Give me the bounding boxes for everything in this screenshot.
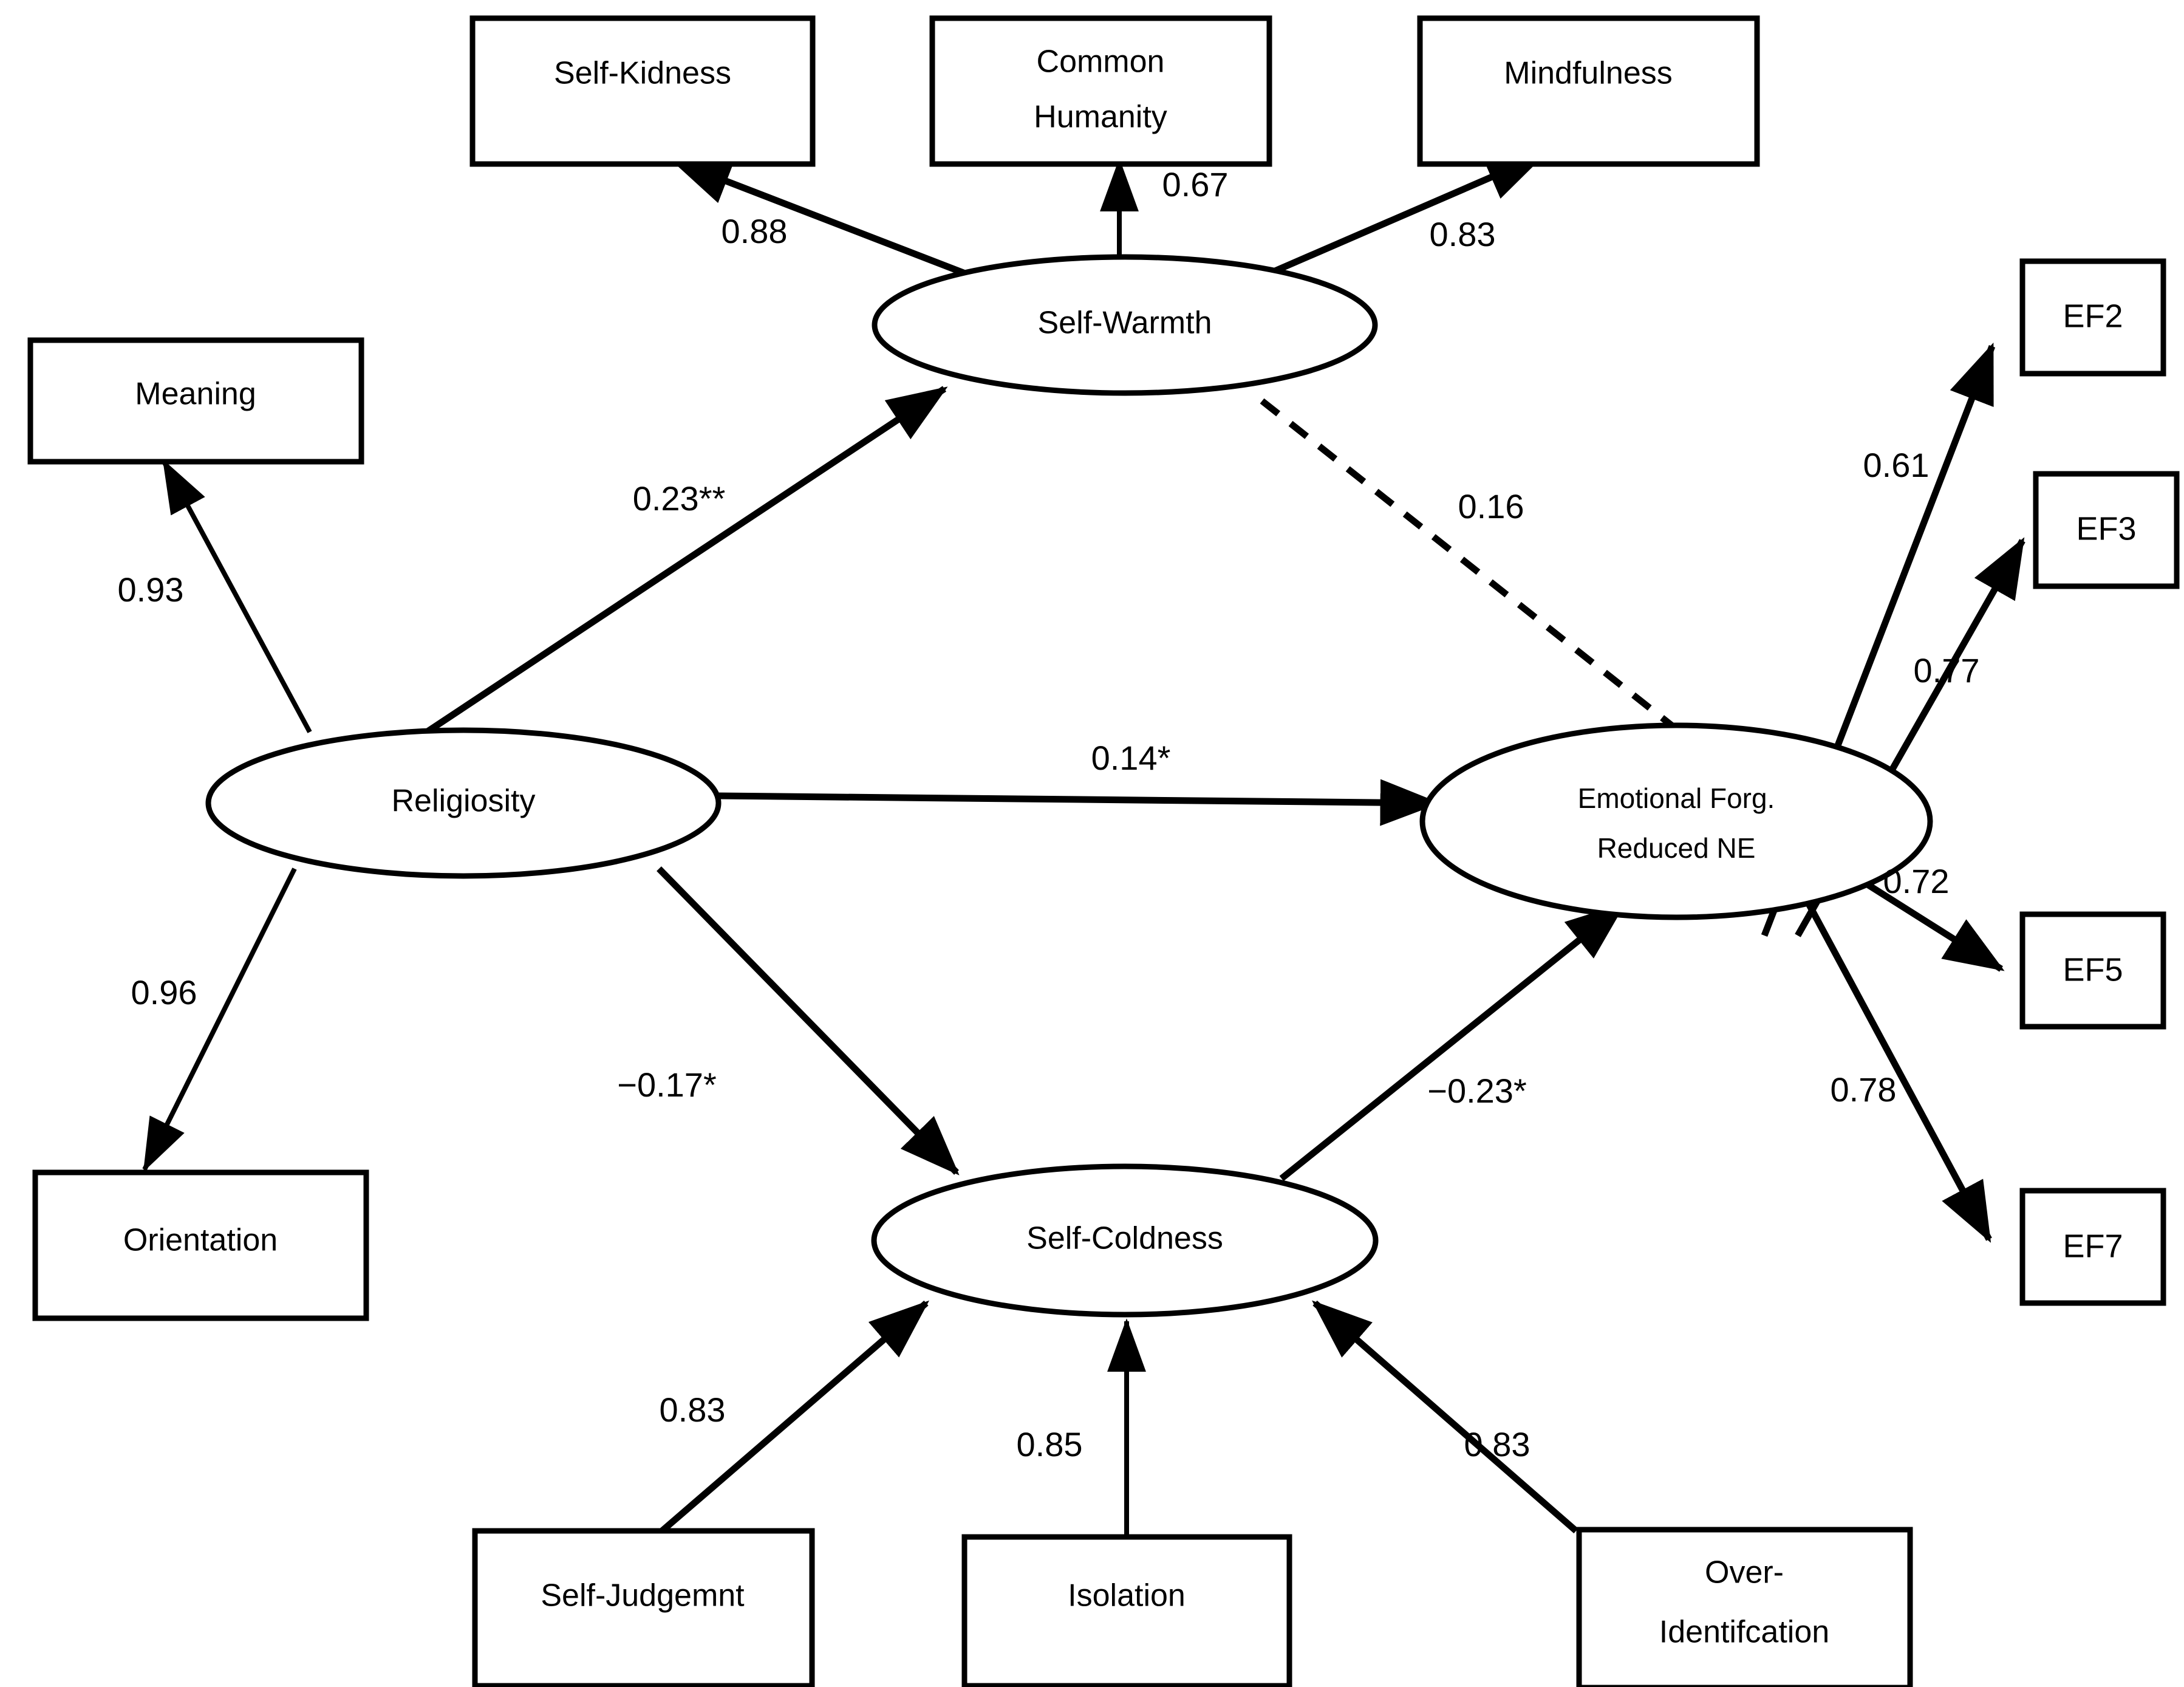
- label-emotional-forg-line2: Reduced NE: [1597, 832, 1756, 864]
- coef-warmth-to-mindfulness: 0.83: [1430, 215, 1496, 253]
- coef-coldness-to-over-identifcation: 0.83: [1464, 1425, 1531, 1463]
- label-over-identifcation-line2: Identifcation: [1659, 1615, 1829, 1650]
- coef-emotional-forg-to-ef5: 0.72: [1883, 862, 1950, 900]
- path-warmth-to-self-kidness: [670, 157, 985, 284]
- ellipse-religiosity[interactable]: [205, 727, 722, 879]
- label-emotional-forg-line1: Emotional Forg.: [1578, 782, 1775, 814]
- box-mindfulness[interactable]: [1417, 15, 1760, 167]
- coef-emotional-forg-to-ef2: 0.61: [1863, 446, 1930, 484]
- ellipse-emotional-forg[interactable]: [1419, 722, 1933, 920]
- path-religiosity-to-emotional-forg: [717, 779, 1441, 826]
- label-mindfulness: Mindfulness: [1504, 56, 1672, 91]
- label-common-humanity-line2: Humanity: [1034, 100, 1167, 135]
- label-self-kidness: Self-Kidness: [554, 56, 731, 91]
- box-self-judgemnt[interactable]: [472, 1528, 815, 1687]
- box-meaning[interactable]: [27, 337, 364, 465]
- path-religiosity-to-self-warmth: [411, 386, 948, 744]
- coef-coldness-to-isolation: 0.85: [1017, 1425, 1083, 1463]
- coef-emotional-forg-to-ef7: 0.78: [1831, 1070, 1897, 1109]
- label-orientation: Orientation: [123, 1223, 278, 1258]
- label-ef5: EF5: [2063, 951, 2123, 988]
- path-coldness-to-emotional-forg: [1279, 902, 1626, 1182]
- coef-religiosity-to-self-coldness: −0.17*: [617, 1066, 717, 1104]
- path-religiosity-to-orientation: [142, 867, 297, 1172]
- label-over-identifcation-line1: Over-: [1705, 1555, 1784, 1590]
- path-coldness-to-over-identifcation: [1312, 1300, 1578, 1534]
- box-isolation[interactable]: [961, 1534, 1292, 1687]
- coef-religiosity-to-self-warmth: 0.23**: [633, 479, 726, 518]
- label-self-warmth: Self-Warmth: [1038, 306, 1212, 341]
- box-common-humanity[interactable]: [929, 15, 1272, 167]
- path-warmth-to-mindfulness: [1268, 151, 1547, 277]
- label-ef7: EF7: [2063, 1228, 2123, 1264]
- box-over-identifcation[interactable]: [1576, 1527, 1913, 1687]
- box-ef3[interactable]: [2033, 471, 2180, 589]
- coef-religiosity-to-meaning: 0.93: [118, 570, 184, 609]
- box-ef2[interactable]: [2019, 258, 2166, 377]
- label-ef2: EF2: [2063, 298, 2123, 334]
- path-emotional-forg-to-ef7: [1792, 876, 1992, 1243]
- label-common-humanity-line1: Common: [1037, 44, 1165, 80]
- ellipse-self-coldness[interactable]: [871, 1163, 1379, 1318]
- path-coldness-to-self-judgemnt: [660, 1300, 929, 1534]
- path-religiosity-to-meaning: [162, 459, 312, 733]
- coef-religiosity-to-emotional-forg: 0.14*: [1091, 739, 1171, 777]
- ellipse-self-warmth[interactable]: [872, 254, 1378, 396]
- label-self-coldness: Self-Coldness: [1026, 1221, 1223, 1256]
- coef-religiosity-to-orientation: 0.96: [131, 973, 197, 1011]
- label-ef3: EF3: [2076, 510, 2136, 547]
- path-religiosity-to-self-coldness: [657, 866, 960, 1175]
- coef-warmth-to-common-humanity: 0.67: [1162, 165, 1229, 204]
- coef-coldness-to-emotional-forg: −0.23*: [1427, 1072, 1527, 1110]
- label-religiosity: Religiosity: [392, 784, 536, 819]
- coef-warmth-to-self-kidness: 0.88: [722, 212, 788, 250]
- coef-warmth-to-emotional-forg: 0.16: [1458, 487, 1524, 525]
- box-self-kidness[interactable]: [469, 15, 816, 167]
- box-ef7[interactable]: [2019, 1188, 2166, 1306]
- label-self-judgemnt: Self-Judgemnt: [541, 1578, 745, 1613]
- label-meaning: Meaning: [135, 377, 256, 412]
- label-isolation: Isolation: [1068, 1578, 1186, 1613]
- coef-coldness-to-self-judgemnt: 0.83: [660, 1391, 726, 1429]
- path-warmth-to-emotional-forg-dashed: [1260, 398, 1679, 732]
- coef-emotional-forg-to-ef3: 0.77: [1914, 651, 1980, 690]
- box-orientation[interactable]: [32, 1169, 369, 1321]
- box-ef5[interactable]: [2019, 911, 2166, 1030]
